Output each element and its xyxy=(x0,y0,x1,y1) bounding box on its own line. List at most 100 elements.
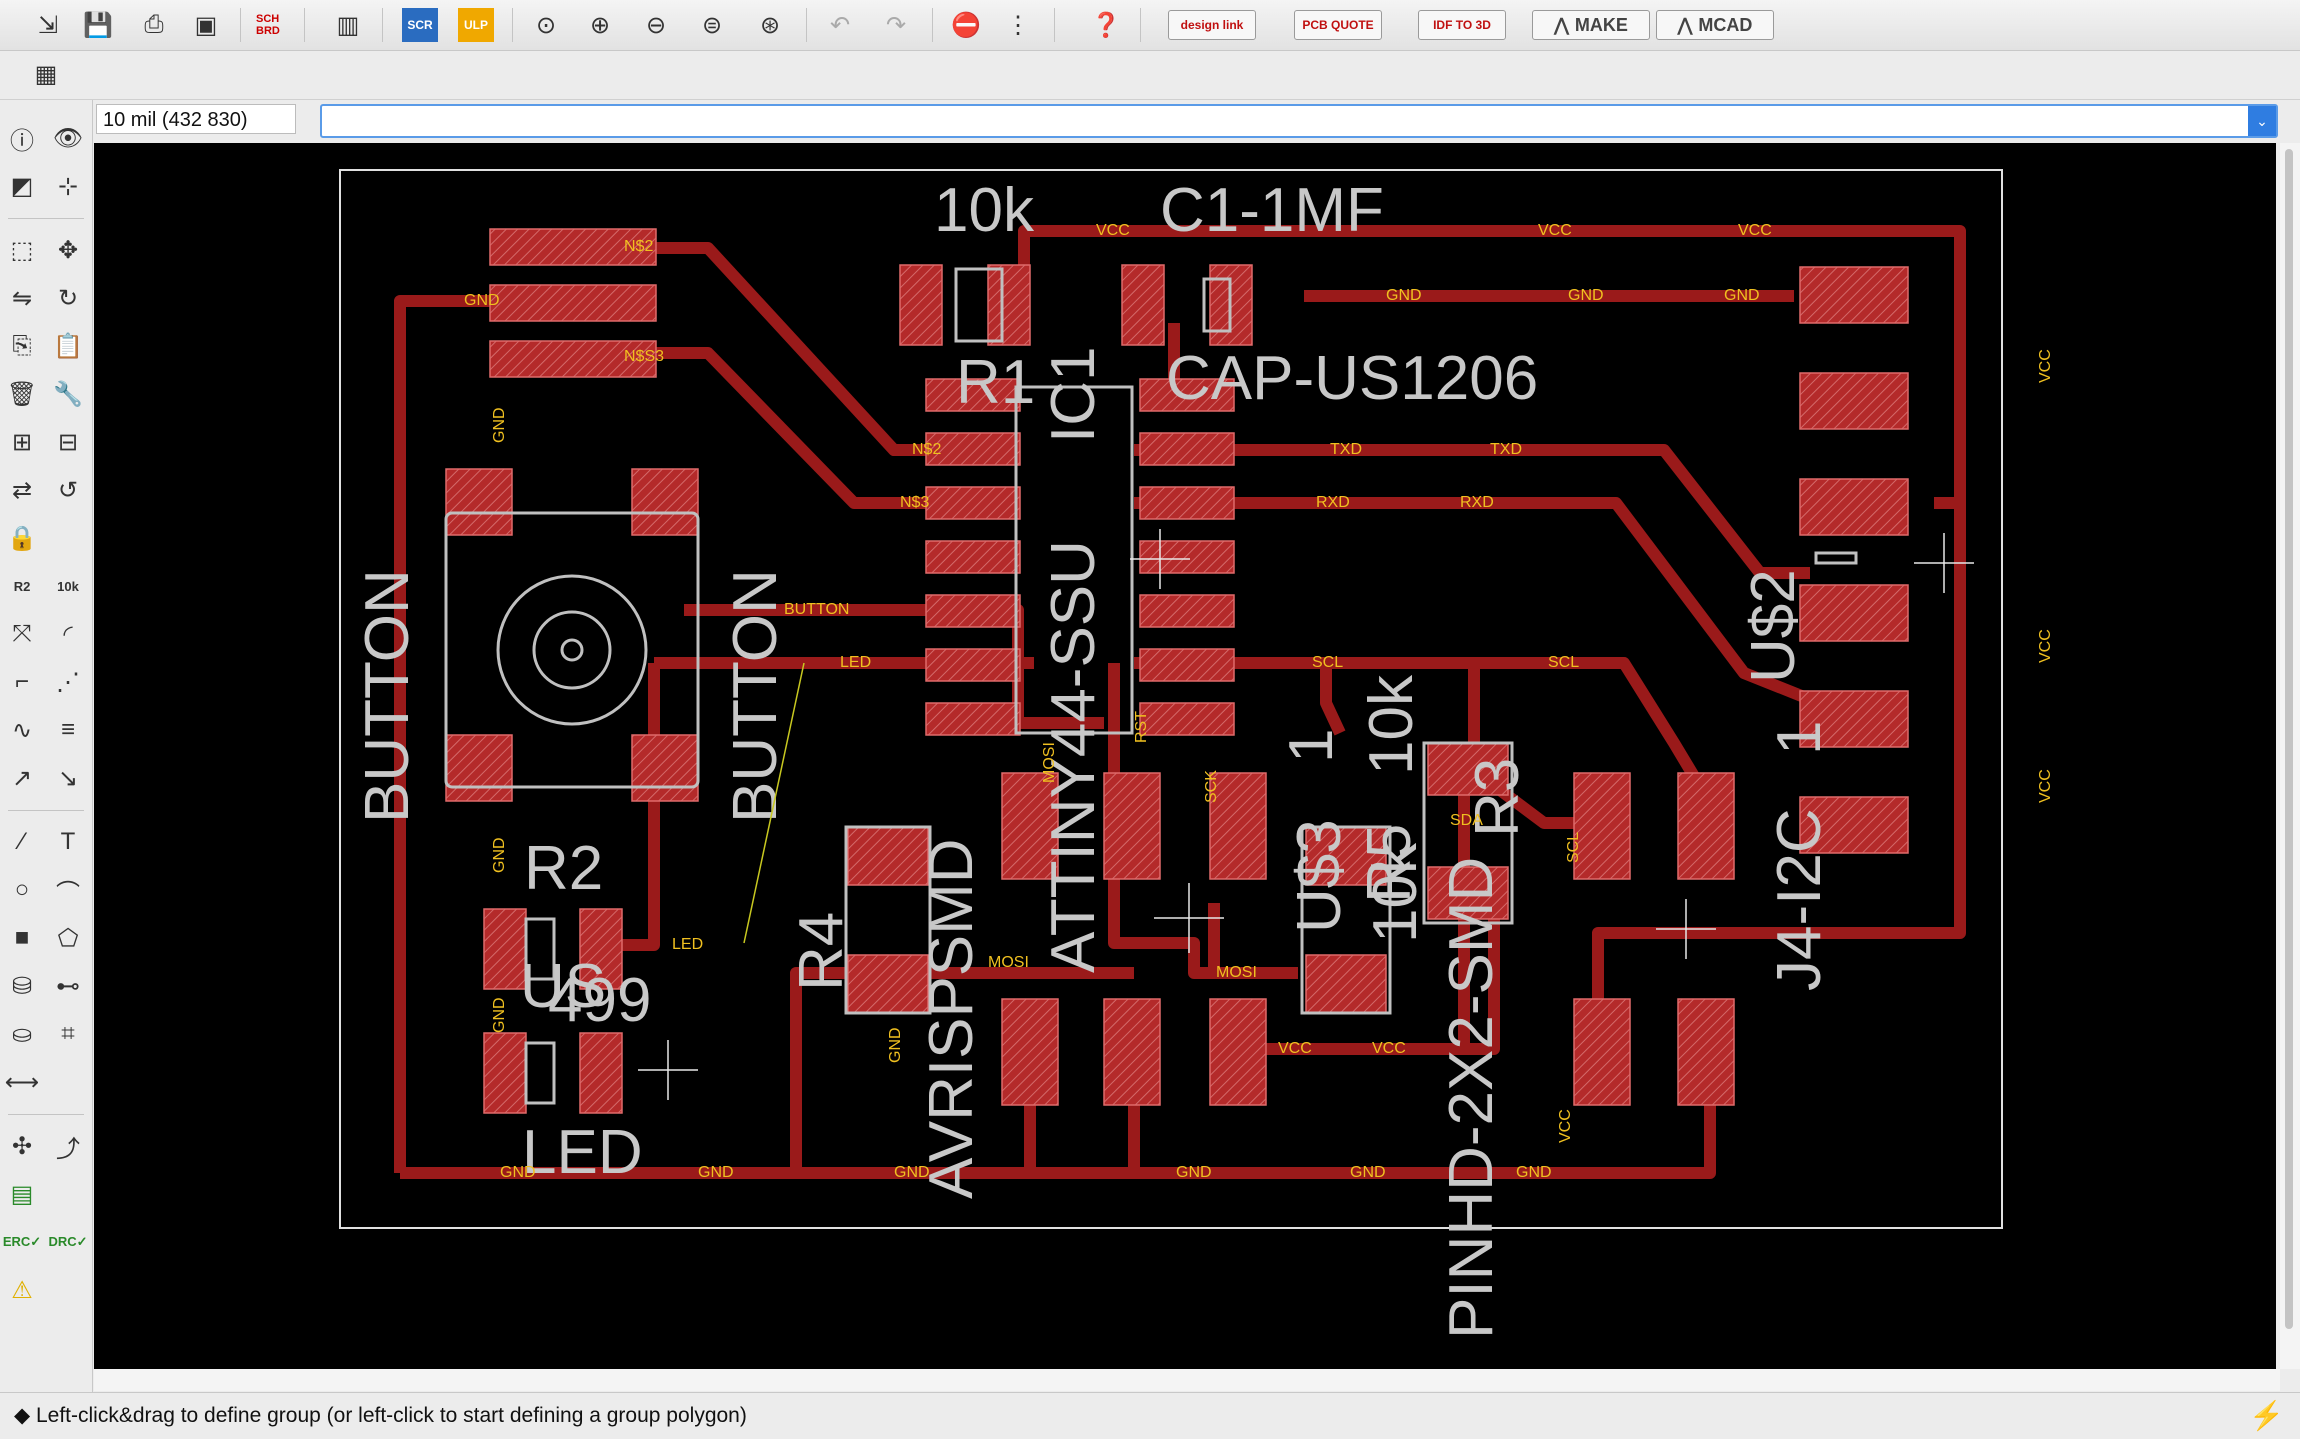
lightning-icon: ⚡ xyxy=(2249,1400,2284,1431)
align-icon[interactable]: ≡ xyxy=(60,716,75,743)
delete-icon[interactable]: 🗑 xyxy=(6,380,38,408)
layer-icon[interactable]: ◩ xyxy=(10,172,34,200)
mark-icon[interactable]: ⊹ xyxy=(57,172,79,200)
pcb-board[interactable]: 10k C1-1MF CAP-US1206 R1 IC1 ATTINY44-SS… xyxy=(94,143,2276,1369)
dimension-icon[interactable]: ⟷ xyxy=(4,1068,40,1096)
arc-icon[interactable]: ⌒ xyxy=(56,879,80,907)
silk-r3: R3 xyxy=(1463,758,1532,837)
erc-icon[interactable]: ERC✓ xyxy=(2,1234,42,1249)
silk-r1: R1 xyxy=(956,348,1035,417)
lock-icon[interactable]: 🔒 xyxy=(7,524,37,552)
ripup-icon[interactable]: ↘ xyxy=(57,764,79,792)
move-icon[interactable]: ✥ xyxy=(57,236,79,264)
rotate-icon[interactable]: ↻ xyxy=(57,284,79,312)
make-button[interactable]: ⋀MAKE xyxy=(1532,10,1650,40)
show-icon[interactable]: 👁 xyxy=(52,124,84,152)
split-icon[interactable]: ⌐ xyxy=(14,668,29,695)
miter-icon[interactable]: ◜ xyxy=(63,620,73,648)
command-history-dropdown[interactable]: ⌄ xyxy=(2248,106,2276,136)
wrench-icon[interactable]: 🔧 xyxy=(53,380,83,408)
group-select-icon[interactable]: ⬚ xyxy=(10,236,34,264)
cam-icon[interactable]: ▣ xyxy=(194,11,218,39)
sch-brd-icon[interactable]: SCH BRD xyxy=(256,13,280,37)
silk-ic1: IC1 xyxy=(1039,347,1108,443)
open-icon[interactable]: ⇲ xyxy=(37,11,59,39)
zoom-select-icon[interactable]: ⊛ xyxy=(759,11,781,39)
mirror-icon[interactable]: ⇋ xyxy=(11,284,33,312)
board-check-icon[interactable]: ▤ xyxy=(10,1180,34,1208)
vertical-scrollbar[interactable] xyxy=(2280,143,2300,1369)
scr-icon[interactable]: SCR xyxy=(402,8,438,42)
signal-icon[interactable]: ⊷ xyxy=(56,972,80,1000)
net-rxd: RXD xyxy=(1316,494,1350,511)
silk-led: LED xyxy=(522,1118,643,1187)
circle-icon[interactable]: ○ xyxy=(14,876,30,903)
zoom-out-icon[interactable]: ⊖ xyxy=(645,11,667,39)
net-button: BUTTON xyxy=(784,601,849,618)
ulp-icon[interactable]: ULP xyxy=(458,8,494,42)
text-icon[interactable]: T xyxy=(60,828,76,855)
vertical-scrollbar-thumb[interactable] xyxy=(2285,149,2293,1329)
net-gnd-b6: GND xyxy=(1516,1164,1552,1181)
net-vcc-top: VCC xyxy=(1096,222,1130,239)
drc-icon[interactable]: DRC✓ xyxy=(48,1234,88,1249)
lock-rotate-icon[interactable]: ↺ xyxy=(57,476,79,504)
redo-icon[interactable]: ↷ xyxy=(885,11,907,39)
net-gnd-v3: GND xyxy=(491,997,508,1033)
board-canvas[interactable]: 10k C1-1MF CAP-US1206 R1 IC1 ATTINY44-SS… xyxy=(94,143,2276,1369)
silk-one-a: 1 xyxy=(1277,729,1346,763)
meander-icon[interactable]: ∿ xyxy=(11,716,33,744)
pause-icon[interactable]: ⋮ xyxy=(1006,11,1030,39)
mcad-label: MCAD xyxy=(1698,14,1753,35)
net-vcc-mid: VCC xyxy=(1278,1040,1312,1057)
rect-icon[interactable]: ■ xyxy=(14,924,30,951)
print-icon[interactable]: ⎙ xyxy=(144,11,164,38)
silk-j4: J4-I2C xyxy=(1765,808,1834,991)
net-sck-v: SCK xyxy=(1203,770,1220,803)
net-vcc-v: VCC xyxy=(1557,1109,1574,1143)
route-icon[interactable]: ↗ xyxy=(11,764,33,792)
net-gnd-b5: GND xyxy=(1350,1164,1386,1181)
net-gnd-b3: GND xyxy=(894,1164,930,1181)
zoom-fit-icon[interactable]: ⊙ xyxy=(535,11,557,39)
via-icon[interactable]: ⛁ xyxy=(11,972,33,1000)
ratsnest-icon[interactable]: ✣ xyxy=(11,1132,33,1160)
info-icon[interactable]: ⓘ xyxy=(10,127,34,155)
replace-icon[interactable]: ⊟ xyxy=(57,428,79,456)
idf-to-3d-button[interactable]: IDF TO 3D xyxy=(1418,10,1506,40)
hole-icon[interactable]: ⛀ xyxy=(11,1020,33,1048)
attribute-icon[interactable]: ⌗ xyxy=(61,1020,75,1047)
zoom-redraw-icon[interactable]: ⊜ xyxy=(701,11,723,39)
add-icon[interactable]: ⊞ xyxy=(11,428,33,456)
net-vcc-r2: VCC xyxy=(2037,629,2054,663)
net-ns3-ic: N$3 xyxy=(900,494,929,511)
autorouter-icon[interactable]: ⤴ xyxy=(56,1135,80,1163)
grid-icon[interactable]: ▦ xyxy=(34,60,58,88)
silkscreen xyxy=(444,267,1858,1105)
silk-button-right: BUTTON xyxy=(721,569,790,823)
save-icon[interactable]: 💾 xyxy=(83,11,113,39)
warning-icon[interactable]: ⚠ xyxy=(11,1276,33,1304)
stop-icon[interactable]: ⛔ xyxy=(951,11,981,39)
pcb-quote-button[interactable]: PCB QUOTE xyxy=(1294,10,1382,40)
wire-icon[interactable]: ⁄ xyxy=(19,828,24,855)
smash-icon[interactable]: ⤧ xyxy=(12,620,32,647)
design-link-button[interactable]: design link xyxy=(1168,10,1256,40)
name-icon[interactable]: R2 xyxy=(13,578,31,594)
help-icon[interactable]: ❓ xyxy=(1091,11,1121,39)
swap-icon[interactable]: ⇄ xyxy=(11,476,33,504)
undo-icon[interactable]: ↶ xyxy=(829,11,851,39)
optimize-icon[interactable]: ⋰ xyxy=(56,668,80,696)
board-icon[interactable]: ▥ xyxy=(336,11,360,39)
paste-icon[interactable]: 📋 xyxy=(53,332,83,360)
horizontal-scrollbar[interactable] xyxy=(94,1369,2280,1391)
silk-r2-value: 499 xyxy=(548,966,651,1035)
copy-icon[interactable]: ⎘ xyxy=(12,332,32,359)
value-icon[interactable]: 10k xyxy=(57,578,79,594)
net-ns2-ic: N$2 xyxy=(912,441,941,458)
polygon-icon[interactable]: ⬠ xyxy=(57,924,79,952)
command-input[interactable]: ⌄ xyxy=(320,104,2278,138)
mcad-button[interactable]: ⋀MCAD xyxy=(1656,10,1774,40)
zoom-in-icon[interactable]: ⊕ xyxy=(589,11,611,39)
net-gnd-b4: GND xyxy=(1176,1164,1212,1181)
